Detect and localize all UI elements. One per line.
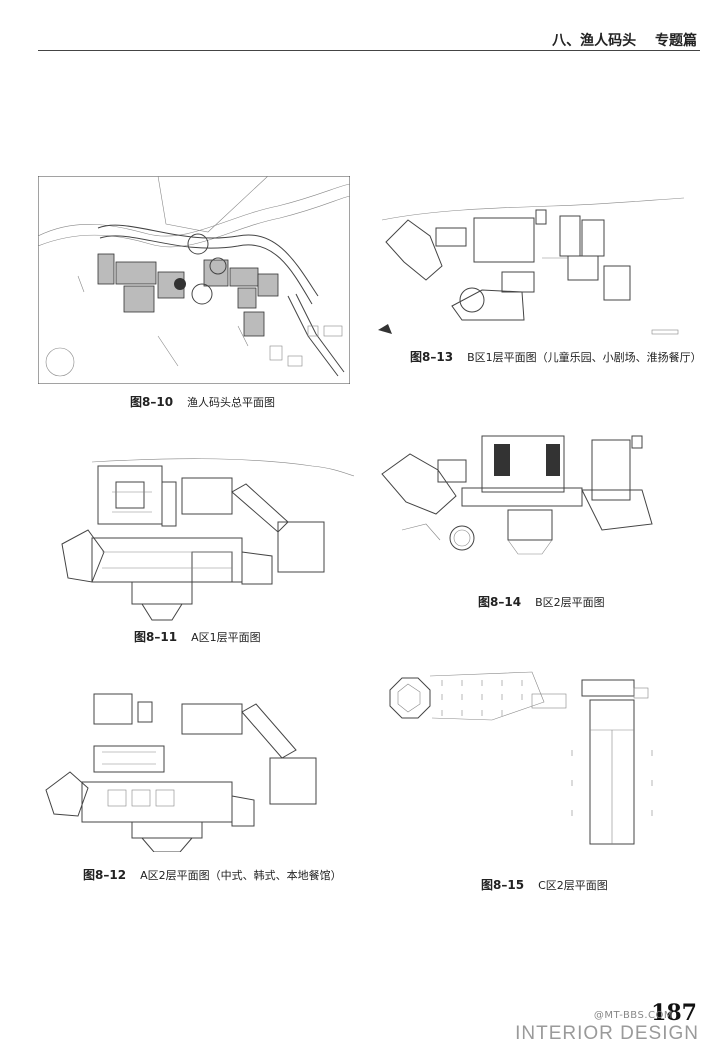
figure-caption-text: B区1层平面图（儿童乐园、小剧场、淮扬餐厅） xyxy=(467,351,702,364)
figure-site-plan xyxy=(38,176,350,384)
watermark-site: @MT-BBS.COM xyxy=(593,1010,673,1021)
watermark-brand: INTERIOR DESIGN xyxy=(515,1023,699,1044)
running-header: 八、渔人码头 专题篇 xyxy=(538,30,697,50)
figure-number: 图8–12 xyxy=(83,868,127,882)
figure-number: 图8–14 xyxy=(478,595,522,609)
figure-caption-8-10: 图8–10 渔人码头总平面图 xyxy=(130,393,275,410)
section-title: 专题篇 xyxy=(655,33,697,49)
figure-c2-plan xyxy=(372,660,688,850)
figure-number: 图8–11 xyxy=(134,630,178,644)
figure-caption-text: B区2层平面图 xyxy=(535,596,605,609)
figure-caption-8-12: 图8–12 A区2层平面图（中式、韩式、本地餐馆） xyxy=(83,866,342,883)
page-number: 187 xyxy=(651,1000,697,1026)
figure-caption-8-13: 图8–13 B区1层平面图（儿童乐园、小剧场、淮扬餐厅） xyxy=(410,348,702,365)
figure-b1-plan xyxy=(372,180,684,338)
figure-a1-plan xyxy=(42,452,354,624)
figure-caption-text: A区2层平面图（中式、韩式、本地餐馆） xyxy=(140,869,342,882)
figure-number: 图8–10 xyxy=(130,395,174,409)
figure-caption-8-14: 图8–14 B区2层平面图 xyxy=(478,593,605,610)
figure-number: 图8–15 xyxy=(481,878,525,892)
figure-a2-plan xyxy=(42,692,354,852)
chapter-title: 八、渔人码头 xyxy=(552,33,637,49)
figure-caption-8-11: 图8–11 A区1层平面图 xyxy=(134,628,261,645)
header-rule xyxy=(38,50,700,51)
figure-caption-8-15: 图8–15 C区2层平面图 xyxy=(481,876,608,893)
figure-caption-text: C区2层平面图 xyxy=(538,879,608,892)
figure-b2-plan xyxy=(372,430,688,560)
figure-caption-text: A区1层平面图 xyxy=(191,631,261,644)
figure-number: 图8–13 xyxy=(410,350,454,364)
figure-caption-text: 渔人码头总平面图 xyxy=(187,396,276,409)
